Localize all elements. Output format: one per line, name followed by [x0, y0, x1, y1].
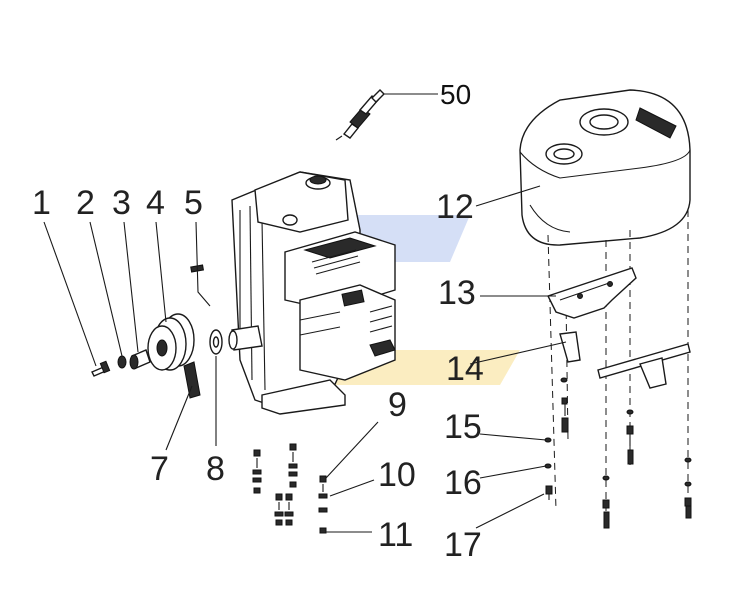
shroud-fasteners [544, 377, 692, 529]
spacer-part-3 [129, 349, 151, 370]
shroud-part-12 [519, 89, 691, 246]
callout-11: 11 [378, 516, 413, 554]
callout-16: 16 [444, 464, 482, 502]
callout-5: 5 [184, 184, 203, 222]
callout-8: 8 [206, 450, 225, 488]
callout-3: 3 [112, 184, 131, 222]
callout-4: 4 [146, 184, 165, 222]
engine-part [228, 171, 396, 415]
callout-9: 9 [388, 386, 407, 424]
callout-12: 12 [436, 188, 474, 226]
bolt-part-1 [91, 360, 111, 377]
callout-7: 7 [150, 450, 169, 488]
spark-plug-part [335, 89, 385, 141]
callout-15: 15 [444, 408, 482, 446]
bracket-part-14 [559, 331, 691, 389]
callout-2: 2 [76, 184, 95, 222]
callout-17: 17 [444, 526, 482, 564]
leaders-bottom [325, 421, 379, 533]
engine-mount-fasteners [252, 443, 328, 534]
belt-part-7 [183, 361, 201, 399]
callout-1: 1 [32, 184, 51, 222]
pulley-part-4 [147, 313, 195, 371]
callout-10: 10 [378, 456, 416, 494]
callout-14: 14 [446, 350, 484, 388]
washer-part-2 [117, 355, 127, 369]
leaders-right [469, 185, 567, 529]
callout-13: 13 [438, 274, 476, 312]
bracket-part-13 [547, 267, 637, 319]
callout-50: 50 [440, 79, 471, 110]
leaders-left [43, 221, 217, 451]
washer-part-8 [209, 329, 223, 355]
